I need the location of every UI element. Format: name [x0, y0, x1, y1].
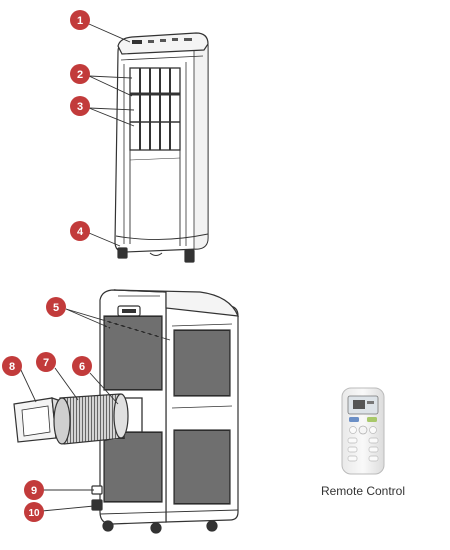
svg-text:8: 8 — [9, 361, 15, 373]
callout-8: 8 — [2, 356, 22, 376]
svg-text:1: 1 — [77, 15, 83, 27]
leader-line-8 — [19, 367, 37, 403]
callout-10: 10 — [24, 502, 44, 522]
leader-line-2a — [88, 75, 133, 79]
callout-5: 5 — [46, 297, 66, 317]
svg-text:9: 9 — [31, 485, 37, 497]
svg-text:4: 4 — [77, 226, 84, 238]
callout-6: 6 — [72, 356, 92, 376]
leader-line-10 — [41, 505, 95, 512]
leader-line-3a — [88, 107, 135, 111]
leader-line-1 — [88, 23, 131, 43]
svg-text:7: 7 — [43, 357, 49, 369]
callout-1: 1 — [70, 10, 90, 30]
remote-button — [368, 446, 379, 453]
front-caster-right — [184, 249, 195, 263]
callout-3: 3 — [70, 96, 90, 116]
remote-green-button — [367, 417, 377, 422]
front-view-unit — [114, 32, 209, 263]
front-caster-left — [117, 247, 128, 259]
callout-4: 4 — [70, 221, 90, 241]
leader-lines — [19, 23, 171, 512]
rear-view-unit — [91, 289, 239, 534]
svg-text:10: 10 — [28, 508, 40, 519]
svg-text:5: 5 — [53, 302, 59, 314]
side-lower-grille — [173, 429, 231, 505]
remote-button — [349, 426, 357, 434]
leader-line-5b — [65, 308, 171, 341]
remote-button — [368, 455, 379, 462]
remote-button — [347, 446, 358, 453]
rear-upper-air-inlet — [103, 315, 163, 391]
leader-line-2b — [88, 75, 133, 97]
svg-text:2: 2 — [77, 69, 83, 81]
remote-button — [368, 437, 379, 444]
callout-2: 2 — [70, 64, 90, 84]
remote-control-caption: Remote Control — [320, 484, 406, 498]
remote-button — [347, 437, 358, 444]
svg-text:6: 6 — [79, 361, 85, 373]
remote-button — [369, 426, 377, 434]
leader-line-6 — [89, 372, 119, 405]
callout-9: 9 — [24, 480, 44, 500]
remote-control — [341, 387, 385, 475]
side-upper-grille — [173, 329, 231, 397]
exhaust-hose-assembly — [13, 393, 129, 445]
drain-outlet-lower — [91, 499, 103, 511]
rear-lower-air-inlet — [103, 431, 163, 503]
leader-line-7 — [54, 367, 79, 401]
callout-7: 7 — [36, 352, 56, 372]
remote-round-button — [358, 425, 368, 435]
rear-caster-3 — [206, 520, 218, 532]
leader-line-4 — [88, 232, 121, 247]
control-panel — [117, 32, 209, 55]
rear-caster-1 — [102, 520, 114, 532]
rear-caster-2 — [150, 522, 162, 534]
leader-line-5a — [65, 308, 111, 329]
leader-line-3b — [88, 107, 135, 127]
air-outlet-louvers — [129, 67, 181, 151]
remote-button — [347, 455, 358, 462]
svg-text:3: 3 — [77, 101, 83, 113]
callout-badges: 1 2 3 4 5 6 7 8 9 10 — [2, 10, 92, 522]
remote-blue-button — [349, 417, 359, 422]
